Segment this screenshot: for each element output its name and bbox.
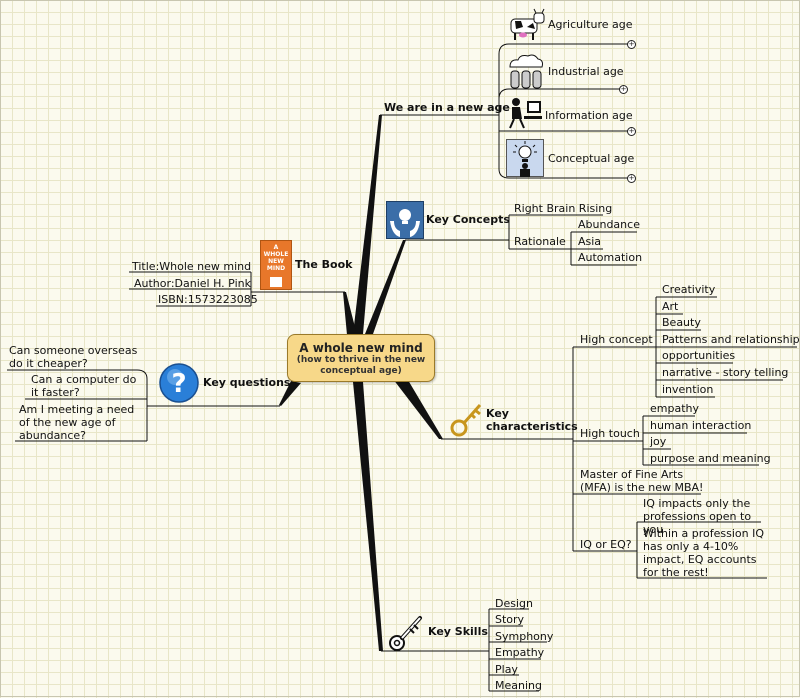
skill-design-node[interactable]: Design — [495, 597, 533, 610]
skill-meaning-node[interactable]: Meaning — [495, 679, 542, 692]
mfa-node[interactable]: Master of Fine Arts (MFA) is the new MBA… — [580, 468, 704, 494]
question-need-node[interactable]: Am I meeting a need of the new age of ab… — [19, 403, 135, 442]
art-node[interactable]: Art — [662, 300, 679, 313]
rationale-node[interactable]: Rationale — [514, 235, 566, 248]
book-title-node[interactable]: Title:Whole new mind — [132, 260, 252, 273]
book-author-node[interactable]: Author:Daniel H. Pink — [134, 277, 251, 290]
right-brain-rising-node[interactable]: Right Brain Rising — [514, 202, 613, 215]
opportunities-node[interactable]: opportunities — [662, 349, 736, 362]
key-concepts-branch[interactable]: Key Concepts — [426, 213, 510, 226]
hands-lightbulb-icon — [386, 201, 424, 239]
beauty-node[interactable]: Beauty — [662, 316, 701, 329]
root-node[interactable]: A whole new mind (how to thrive in the n… — [287, 334, 435, 382]
iq-professions-node[interactable]: IQ impacts only the professions open to … — [643, 497, 752, 536]
new-age-branch[interactable]: We are in a new age — [384, 101, 510, 114]
svg-text:?: ? — [171, 369, 186, 399]
computer-user-icon — [509, 98, 542, 129]
high-touch-node[interactable]: High touch — [580, 427, 640, 440]
key-characteristics-branch[interactable]: Key characteristics — [486, 407, 578, 433]
root-subtitle: (how to thrive in the new conceptual age… — [296, 355, 426, 376]
high-concept-node[interactable]: High concept — [580, 333, 653, 346]
information-age-node[interactable]: Information age — [545, 109, 633, 122]
factory-icon — [509, 54, 543, 89]
root-title: A whole new mind — [299, 341, 423, 355]
key-questions-branch[interactable]: Key questions — [203, 376, 291, 389]
skill-symphony-node[interactable]: Symphony — [495, 630, 554, 643]
expand-industrial-icon[interactable]: + — [619, 85, 628, 94]
lightbulb-person-icon — [506, 139, 544, 177]
asia-node[interactable]: Asia — [578, 235, 602, 248]
skill-story-node[interactable]: Story — [495, 613, 525, 626]
empathy-node[interactable]: empathy — [650, 402, 700, 415]
golden-key-icon — [450, 404, 482, 437]
automation-node[interactable]: Automation — [578, 251, 643, 264]
skill-empathy-node[interactable]: Empathy — [495, 646, 545, 659]
narrative-node[interactable]: narrative - story telling — [662, 366, 789, 379]
key-outline-icon — [389, 616, 422, 651]
question-overseas-node[interactable]: Can someone overseas do it cheaper? — [9, 344, 138, 370]
expand-conceptual-icon[interactable]: + — [627, 174, 636, 183]
question-computer-node[interactable]: Can a computer do it faster? — [31, 373, 137, 399]
joy-node[interactable]: joy — [650, 435, 667, 448]
patterns-relationships-node[interactable]: Patterns and relationships — [662, 333, 800, 346]
purpose-meaning-node[interactable]: purpose and meaning — [650, 452, 771, 465]
conceptual-age-node[interactable]: Conceptual age — [548, 152, 635, 165]
skill-play-node[interactable]: Play — [495, 663, 518, 676]
human-interaction-node[interactable]: human interaction — [650, 419, 752, 432]
the-book-branch[interactable]: The Book — [295, 258, 353, 271]
iq-impact-node[interactable]: Within a profession IQ has only a 4-10% … — [643, 527, 764, 579]
agriculture-age-node[interactable]: Agriculture age — [548, 18, 633, 31]
invention-node[interactable]: invention — [662, 383, 714, 396]
expand-information-icon[interactable]: + — [627, 127, 636, 136]
expand-agriculture-icon[interactable]: + — [627, 40, 636, 49]
question-mark-icon: ? — [159, 363, 199, 403]
industrial-age-node[interactable]: Industrial age — [548, 65, 624, 78]
book-cover-image: A WHOLE NEW MIND — [260, 240, 292, 290]
iq-or-eq-node[interactable]: IQ or EQ? — [580, 538, 632, 551]
key-skills-branch[interactable]: Key Skills — [428, 625, 488, 638]
book-isbn-node[interactable]: ISBN:1573223085 — [158, 293, 258, 306]
cow-icon — [510, 8, 545, 40]
creativity-node[interactable]: Creativity — [662, 283, 716, 296]
abundance-node[interactable]: Abundance — [578, 218, 640, 231]
